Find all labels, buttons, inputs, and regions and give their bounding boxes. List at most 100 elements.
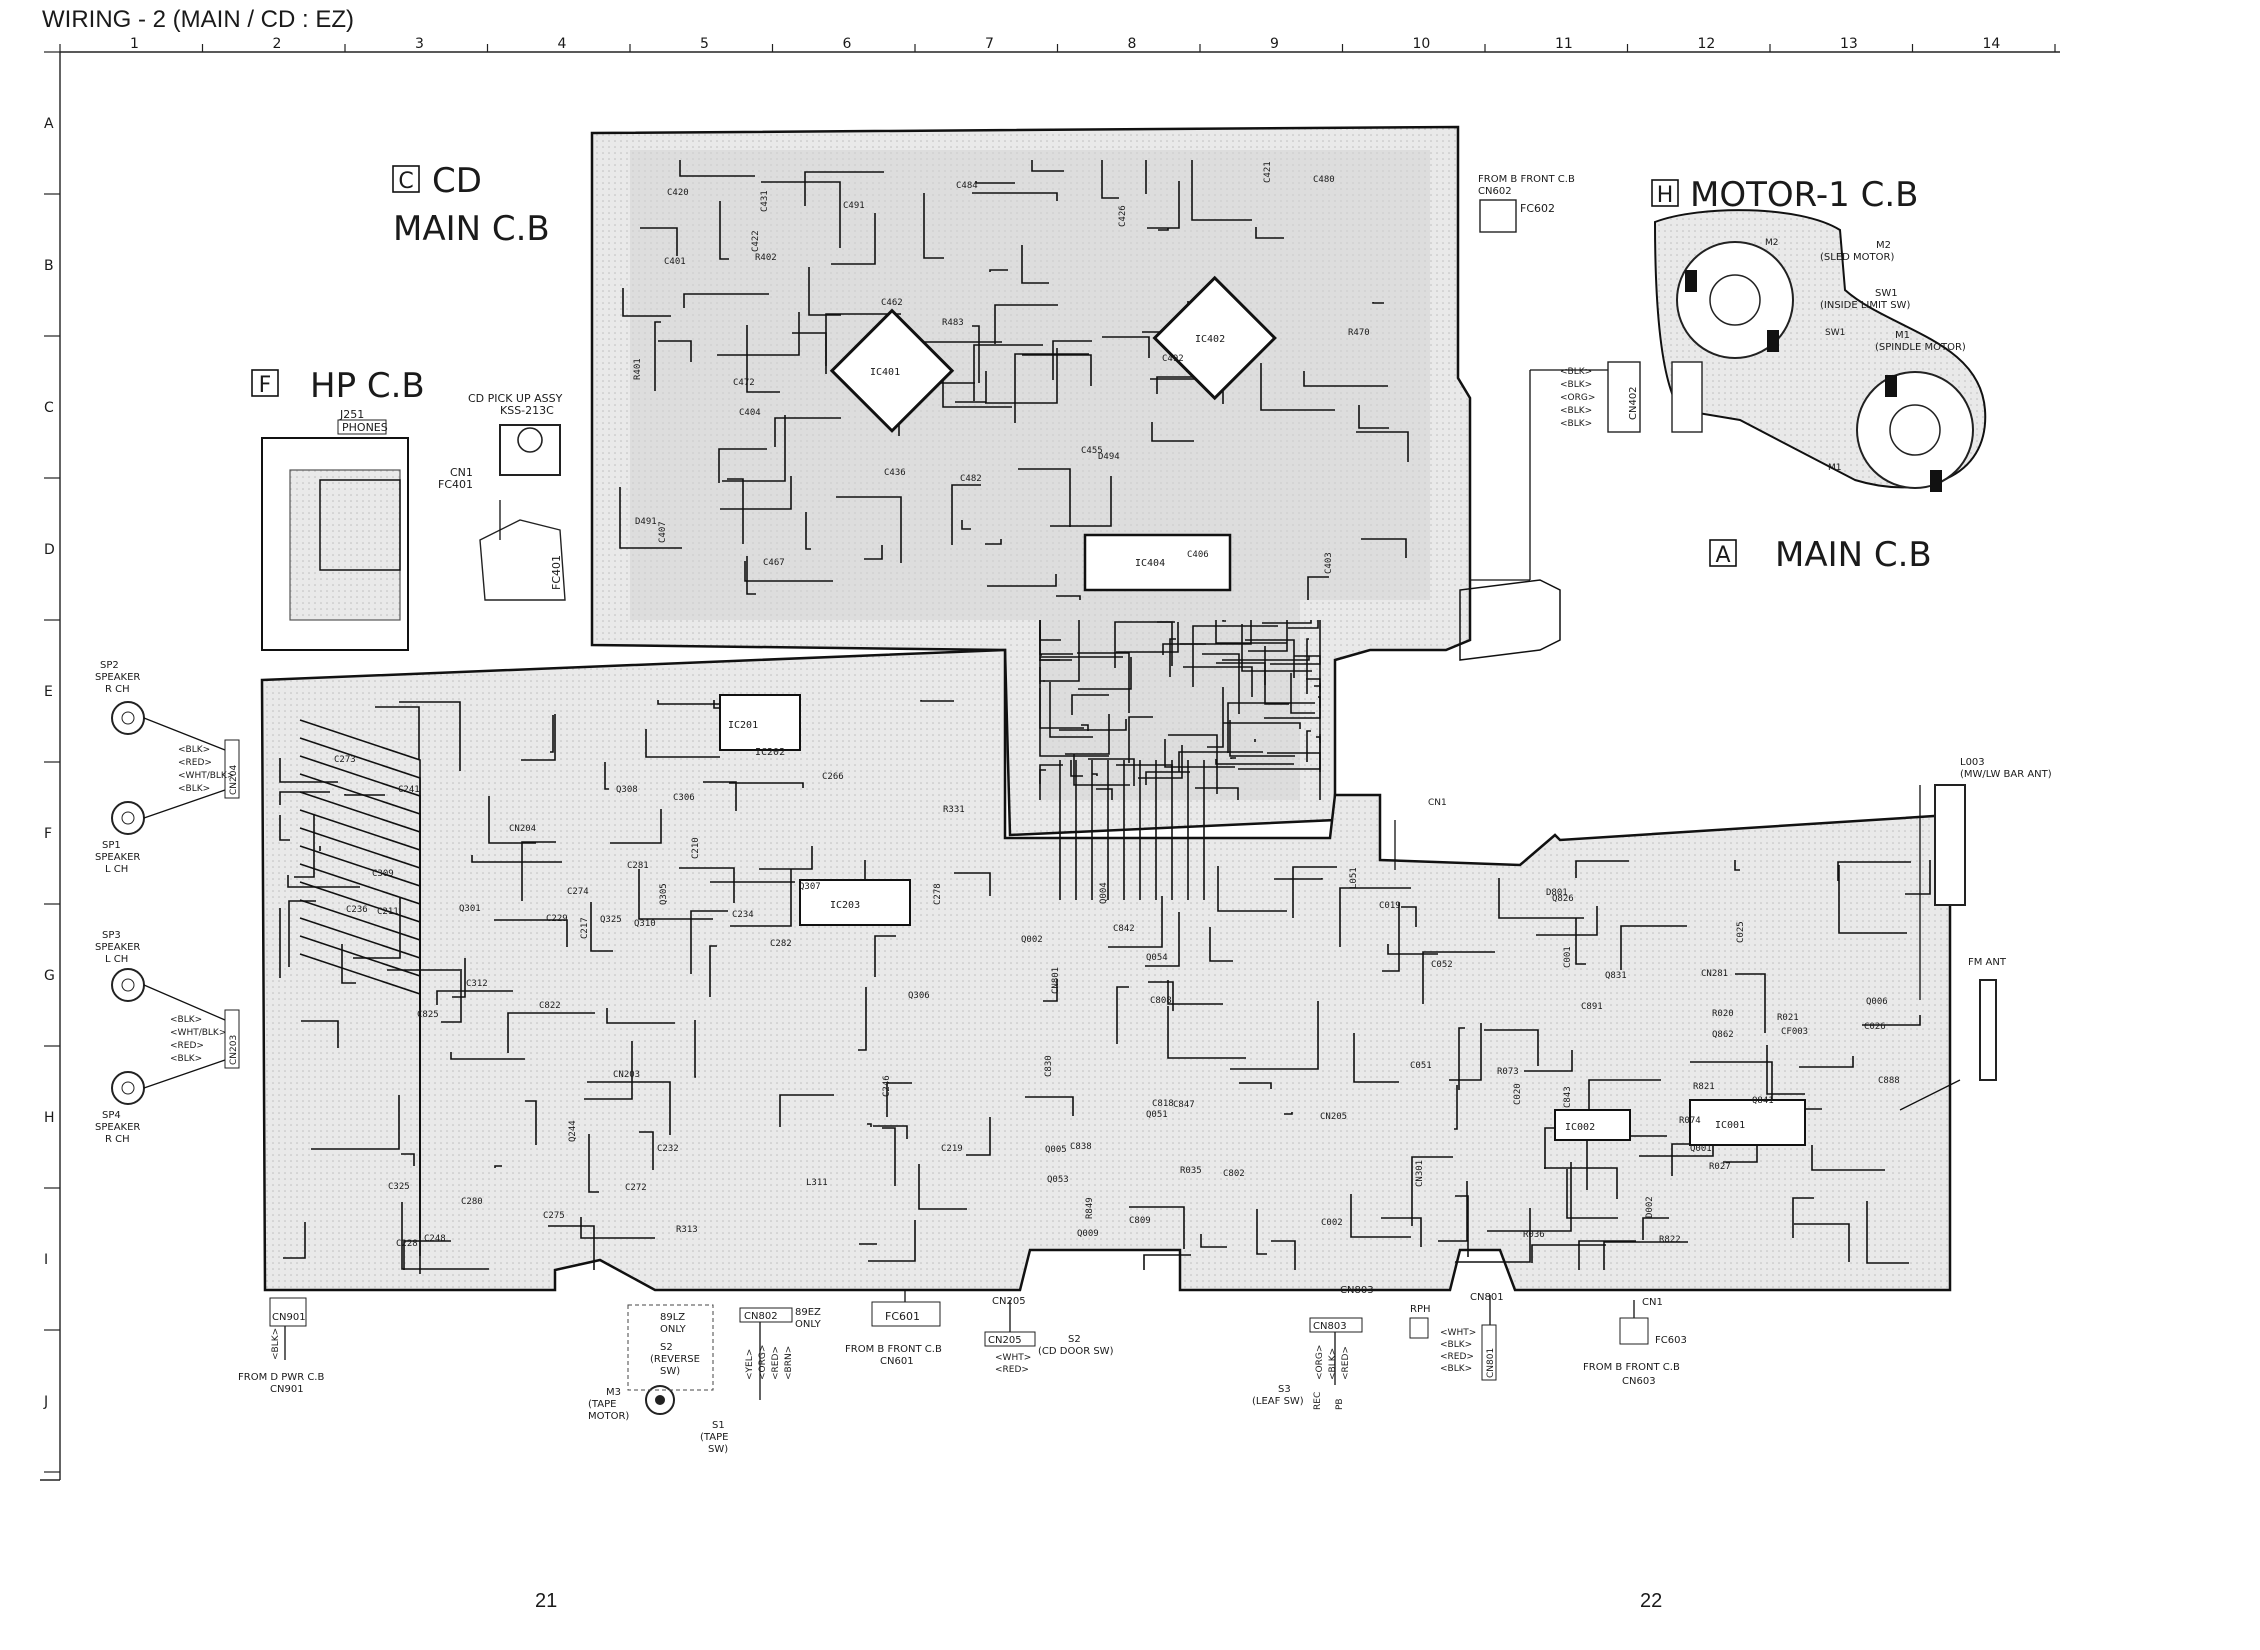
row-label: H (44, 1110, 55, 1126)
component-ref: C480 (1313, 175, 1335, 185)
trace (1108, 896, 1163, 948)
trace (1290, 673, 1315, 714)
component-ref: C025 (1736, 921, 1746, 943)
trace (985, 348, 1058, 404)
trace (1215, 759, 1294, 765)
trace (1147, 181, 1180, 229)
speaker-sp2-icon (111, 701, 145, 735)
cn802-label: CN802 (744, 1311, 778, 1322)
sp3-label: SP3 (102, 930, 121, 941)
trace (729, 782, 804, 788)
fc601-label: FC601 (885, 1310, 920, 1323)
trace (638, 869, 713, 920)
trace (1052, 340, 1092, 380)
trace (1239, 1082, 1272, 1089)
chip-label: IC401 (870, 367, 900, 378)
cn801-label: CN801 (1470, 1292, 1504, 1303)
column-label: 6 (843, 36, 852, 52)
chip-ic203 (799, 879, 911, 926)
component-ref: C467 (763, 558, 785, 568)
wire-color-label: <BLK> (178, 784, 210, 794)
chip-ic002 (1554, 1109, 1631, 1141)
s1-a-label: (TAPE (700, 1432, 728, 1443)
component-ref: C001 (1563, 946, 1573, 968)
component-ref: C808 (1150, 996, 1172, 1006)
trace (1271, 1240, 1296, 1270)
trace (730, 869, 792, 927)
component-ref: Q325 (600, 915, 622, 925)
chip-label: IC001 (1715, 1120, 1745, 1131)
trace (882, 1127, 896, 1186)
component-ref: C272 (625, 1183, 647, 1193)
cn801-b-label: CN801 (1486, 1348, 1496, 1378)
trace (1031, 160, 1064, 172)
trace (1387, 944, 1438, 955)
m1-pcb-label: M1 (1828, 463, 1842, 473)
trace (353, 898, 401, 959)
column-label: 14 (1983, 36, 2001, 52)
component-ref: Q002 (1021, 935, 1043, 945)
trace (886, 1082, 912, 1117)
trace (955, 371, 987, 403)
component-ref: C325 (388, 1182, 410, 1192)
component-ref: C002 (1321, 1218, 1343, 1228)
component-ref: C422 (751, 230, 761, 252)
trace (452, 958, 466, 998)
trace (550, 715, 554, 753)
wire-color-label: <BLK> (178, 745, 210, 755)
column-label: 2 (273, 36, 282, 52)
page-title: WIRING - 2 (MAIN / CD : EZ) (42, 6, 354, 33)
trace (717, 312, 800, 356)
wire-color-label: <BRN> (784, 1346, 794, 1380)
component-ref: R822 (1659, 1235, 1681, 1245)
trace (972, 325, 980, 383)
cn901-b-label: CN901 (270, 1384, 304, 1395)
trace (1260, 363, 1335, 411)
wire-color-label: <BLK> (1560, 380, 1592, 390)
component-ref: C210 (691, 837, 701, 859)
component-ref: C830 (1044, 1055, 1054, 1077)
trace (1183, 666, 1253, 697)
trace (1792, 1197, 1814, 1238)
fc603-label: FC603 (1655, 1335, 1687, 1346)
trace (1536, 906, 1598, 936)
wire-color-label: <ORG> (1315, 1345, 1325, 1380)
component-ref: C484 (956, 181, 978, 191)
column-label: 7 (985, 36, 994, 52)
column-ticks (59, 44, 2056, 52)
column-label: 13 (1840, 36, 1858, 52)
trace (1248, 620, 1288, 652)
trace (1215, 620, 1287, 644)
cn803-b-label: CN803 (1313, 1321, 1347, 1332)
component-ref: Q305 (659, 883, 669, 905)
motor-board-title: H MOTOR-1 C.B (1651, 175, 1918, 215)
component-ref: Q310 (634, 919, 656, 929)
cd-wire-colors: <BLK><BLK><ORG><BLK><BLK> (1560, 367, 1595, 429)
trace (1307, 576, 1329, 600)
m3-label: M3 (606, 1387, 621, 1398)
fc602-label: FC602 (1520, 202, 1555, 215)
trace (590, 902, 613, 952)
trace (1059, 719, 1127, 731)
component-ref: Q826 (1552, 894, 1574, 904)
cd-board-line2: MAIN C.B (393, 209, 550, 249)
cn602-label: CN602 (1478, 186, 1512, 197)
trace (1531, 1244, 1606, 1263)
component-ref: R021 (1777, 1013, 1799, 1023)
trace (521, 714, 556, 761)
trace (1353, 1033, 1399, 1083)
trace (1227, 702, 1315, 753)
component-ref: R402 (755, 253, 777, 263)
wire-color-label: <ORG> (1560, 393, 1595, 403)
cn603-label: CN603 (1622, 1376, 1656, 1387)
hp-board-letter: F (259, 373, 272, 398)
only-89e-b-label: ONLY (795, 1319, 822, 1330)
trace (521, 841, 556, 901)
trace (1735, 973, 1766, 1033)
trace (1078, 657, 1132, 690)
trace (1043, 620, 1080, 682)
trace (1544, 1167, 1618, 1199)
trace (831, 213, 876, 265)
